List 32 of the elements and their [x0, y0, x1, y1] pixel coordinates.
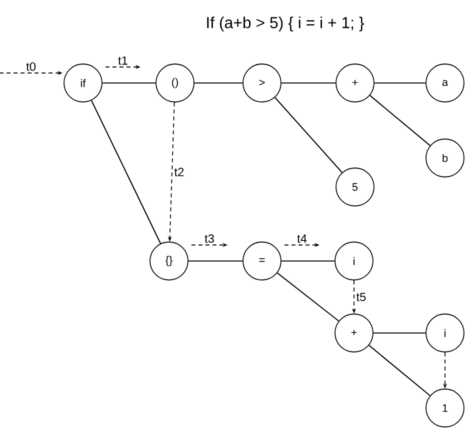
tree-node: +	[334, 314, 374, 352]
edge-label: t1	[118, 56, 128, 65]
tree-node: ()	[156, 64, 194, 102]
edge-line	[188, 260, 243, 262]
tree-node: =	[242, 242, 282, 280]
title: If (a+b > 5) { i = i + 1; }	[207, 16, 364, 32]
edge-line	[274, 97, 342, 173]
edge-label: t4	[297, 234, 307, 243]
tree-node: a	[426, 64, 464, 102]
tree-node: 1	[426, 388, 464, 428]
edge-line	[90, 100, 162, 244]
edge-line	[194, 82, 243, 84]
edge-label: t0	[26, 62, 36, 71]
tree-node: {}	[150, 242, 188, 280]
tree-node: i	[426, 314, 464, 352]
edge-label: t2	[174, 168, 184, 176]
edge-line	[370, 95, 430, 146]
edge-line	[281, 82, 336, 84]
edge-line	[373, 332, 426, 334]
edge-label: t3	[204, 234, 214, 243]
tree-node: i	[334, 242, 374, 280]
tree-node: +	[336, 64, 374, 102]
tree-node: if	[64, 64, 102, 102]
edge-line	[276, 272, 340, 322]
edge-line	[281, 260, 335, 262]
tree-node: 5	[336, 168, 374, 206]
edge-label: t5	[356, 292, 366, 302]
edge-line	[102, 82, 156, 84]
edge-line	[374, 82, 426, 84]
edge-line	[368, 344, 430, 396]
tree-node: >	[242, 64, 282, 102]
tree-node: b	[426, 138, 464, 178]
